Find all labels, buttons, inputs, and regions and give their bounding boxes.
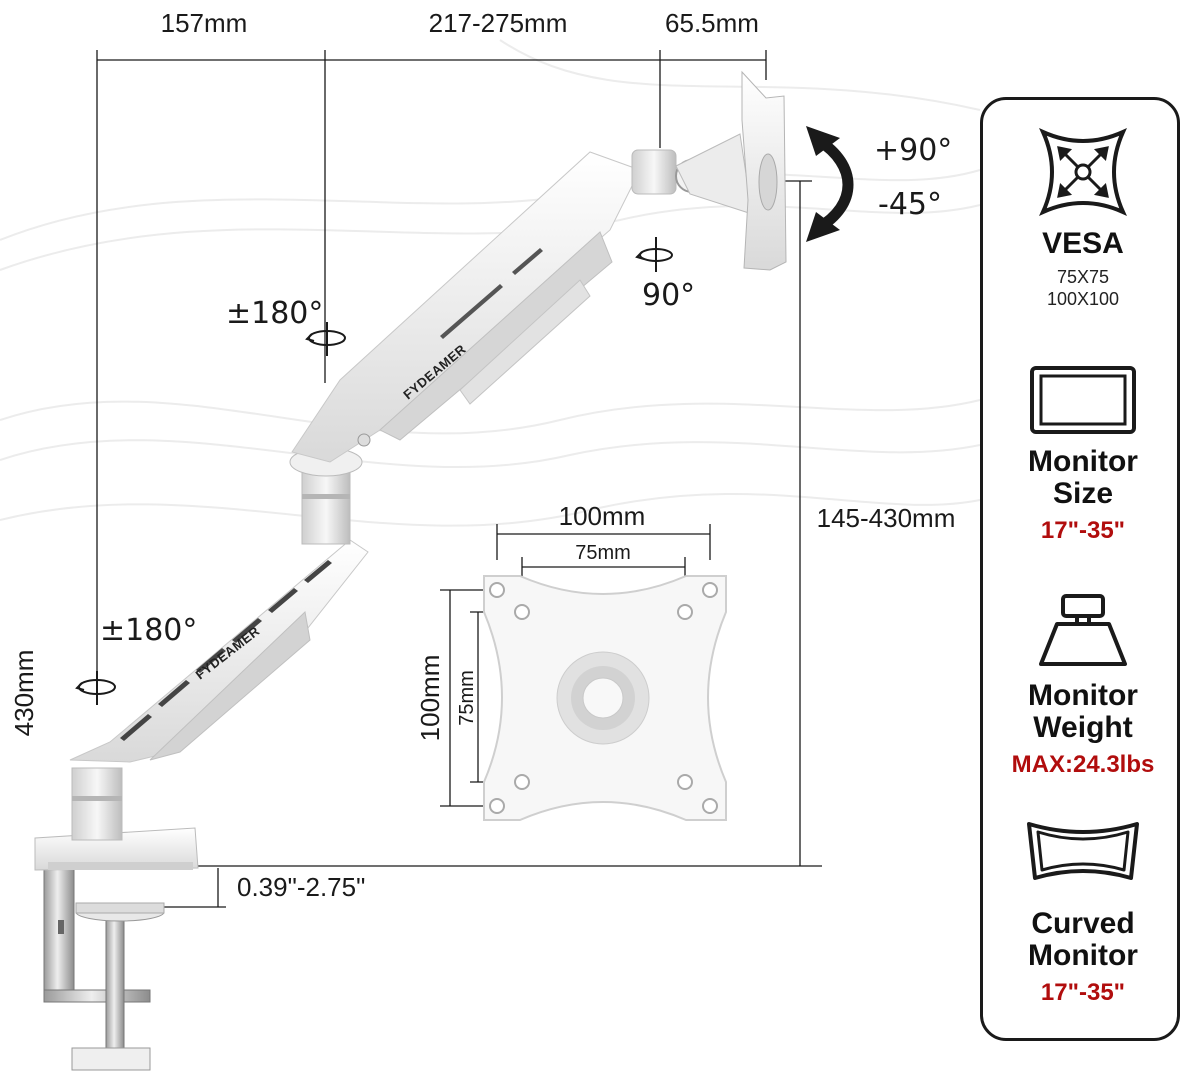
arm-decoration: [440, 248, 543, 339]
vesa-icon: [1039, 128, 1127, 216]
tilt-up-label: +90°: [874, 133, 952, 168]
lower-arm-rotation-label: ±180°: [100, 613, 197, 648]
rotate-icon: [305, 322, 346, 356]
base-reach-label: 157mm: [161, 8, 248, 38]
vesa-inner-width-label: 75mm: [575, 542, 631, 564]
monitor-size-spec: Monitor Size 17"-35": [983, 364, 1183, 546]
curved-monitor-title-1: Curved: [1031, 907, 1135, 940]
tilt-down-label: -45°: [878, 187, 942, 222]
head-depth-label: 65.5mm: [665, 8, 759, 38]
rotate-icon: [635, 237, 673, 272]
rotate-icon: [75, 671, 116, 705]
monitor-weight-value: MAX:24.3lbs: [1011, 751, 1155, 778]
vesa-size-1: 75X75: [1056, 267, 1110, 287]
vesa-size-2: 100X100: [1046, 289, 1120, 309]
monitor-weight-title-2: Weight: [1033, 711, 1133, 744]
pole-height-label: 430mm: [9, 650, 39, 737]
curved-monitor-icon: [1027, 822, 1139, 880]
weight-icon: [1039, 594, 1127, 666]
upper-arm-rotation-label: ±180°: [226, 296, 323, 331]
curved-monitor-value: 17"-35": [1040, 979, 1126, 1006]
vesa-title: VESA: [1042, 227, 1124, 260]
monitor-size-value: 17"-35": [1040, 517, 1126, 544]
spec-panel: VESA 75X75 100X100 Monitor Size 17"-35" …: [980, 97, 1180, 1041]
vesa-plate: [483, 575, 727, 821]
vesa-spec: VESA 75X75 100X100: [983, 124, 1183, 310]
desk-clamp: [43, 867, 165, 1071]
arm-reach-label: 217-275mm: [429, 8, 568, 38]
background-swoosh: [0, 39, 981, 527]
monitor-arm: FYDEAMER FYDEAMER: [34, 70, 787, 1071]
vesa-inner-height-label: 75mm: [456, 670, 478, 726]
curved-monitor-title-2: Monitor: [1028, 939, 1138, 972]
monitor-weight-spec: Monitor Weight MAX:24.3lbs: [983, 592, 1183, 780]
monitor-icon: [1030, 366, 1136, 434]
vesa-outer-width-label: 100mm: [559, 501, 646, 531]
curved-monitor-spec: Curved Monitor 17"-35": [983, 818, 1183, 1008]
vesa-outer-height-label: 100mm: [415, 655, 445, 742]
height-range-label: 145-430mm: [817, 503, 956, 533]
monitor-weight-title-1: Monitor: [1028, 679, 1138, 712]
tilt-arrow-icon: [806, 126, 854, 242]
arm-decoration: [120, 560, 332, 741]
swivel-head-label: 90°: [642, 278, 695, 313]
monitor-size-title-1: Monitor: [1028, 445, 1138, 478]
monitor-size-title-2: Size: [1052, 477, 1114, 510]
desk-thickness-label: 0.39"-2.75": [237, 872, 365, 902]
